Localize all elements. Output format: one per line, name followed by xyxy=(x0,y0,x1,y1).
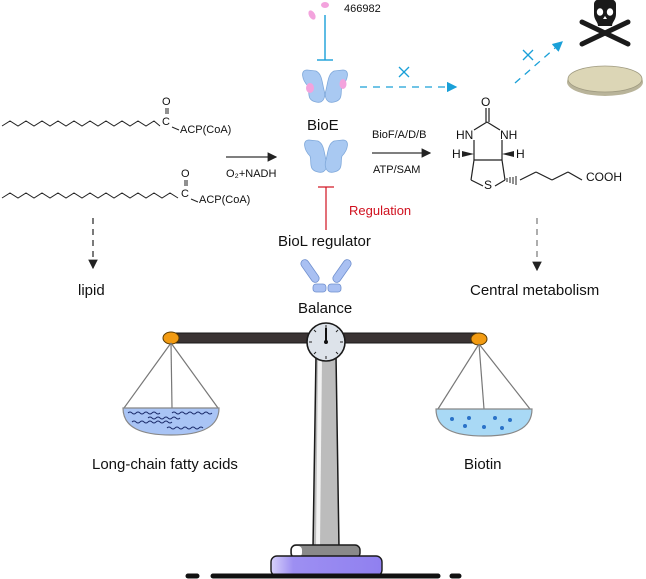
right-pivot xyxy=(470,332,488,346)
fatty-acid-wiggles xyxy=(127,411,213,430)
biotin-h-right: H xyxy=(516,147,525,161)
left-pan-label: Long-chain fatty acids xyxy=(92,456,238,473)
biotin-h-left: H xyxy=(452,147,461,161)
skull-crossbones-icon xyxy=(579,0,631,47)
bioe-label: BioE xyxy=(307,117,339,134)
biotin-o: O xyxy=(481,95,491,109)
balance-label: Balance xyxy=(298,300,353,317)
inhibitor-label: 466982 xyxy=(344,3,381,15)
balance-dial-icon xyxy=(306,322,346,362)
regulation-label: Regulation xyxy=(349,203,412,218)
left-pivot xyxy=(162,331,180,345)
biol-regulator-icon xyxy=(300,259,352,293)
bioe-inhibited-protein-icon xyxy=(302,69,348,103)
biol-regulator-label: BioL regulator xyxy=(278,233,371,250)
blocked-x-icon xyxy=(398,66,410,78)
reaction2-enzymes-label: BioF/A/D/B xyxy=(372,129,427,141)
right-pan-label: Biotin xyxy=(464,456,502,473)
biotin-structure xyxy=(470,108,583,187)
biotin-s: S xyxy=(484,178,493,192)
carbonyl-o-top: O xyxy=(162,96,171,108)
reaction2-cofactor-label: ATP/SAM xyxy=(373,164,421,176)
blocked-path-arrow-2 xyxy=(514,41,563,84)
biotin-nh: NH xyxy=(500,128,518,142)
biotin-molecules xyxy=(450,416,512,430)
acyl-label-bottom: ACP(CoA) xyxy=(199,194,251,206)
bioe-protein-icon xyxy=(304,139,348,173)
blocked-x-icon-2 xyxy=(522,49,534,61)
carbonyl-c-top: C xyxy=(162,116,170,128)
lipid-label: lipid xyxy=(78,282,105,299)
acyl-label-top: ACP(CoA) xyxy=(180,124,232,136)
carbonyl-o-bottom: O xyxy=(181,168,190,180)
central-metabolism-label: Central metabolism xyxy=(470,282,600,299)
biotin-cooh: COOH xyxy=(586,170,622,184)
reaction1-cofactor-label: O₂+NADH xyxy=(226,168,277,180)
fatty-acid-chain-bottom xyxy=(1,192,179,199)
biotin-hn: HN xyxy=(456,128,474,142)
right-pan-biotin xyxy=(435,408,533,437)
inhibitor-molecule-icon xyxy=(308,2,329,20)
fatty-acid-chain-top xyxy=(1,120,161,127)
petri-dish-icon xyxy=(567,65,643,96)
carbonyl-c-bottom: C xyxy=(181,188,189,200)
scale-base xyxy=(270,555,383,577)
